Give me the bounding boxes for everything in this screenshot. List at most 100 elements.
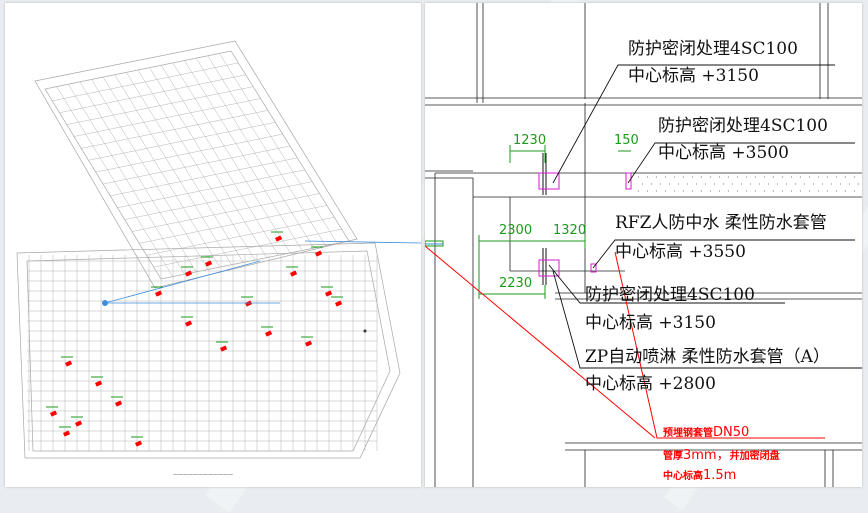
hatch-dot (772, 190, 775, 192)
grid-line (102, 145, 291, 185)
hatch-dot (817, 190, 820, 192)
grid-line (146, 217, 335, 256)
grid-lower (27, 255, 378, 451)
hatch-dot (736, 190, 739, 192)
hatch-dot (790, 190, 793, 192)
hatch-dot (758, 183, 761, 185)
annotation-1-line2: 中心标高 +3150 (628, 66, 759, 86)
hatch-dot (691, 190, 694, 192)
leader-lines (548, 64, 862, 369)
grid-line (184, 60, 303, 251)
grid-line (139, 205, 327, 244)
hatch-dot (763, 190, 766, 192)
red-marker (50, 410, 58, 417)
red-marker (185, 320, 193, 327)
pipe-lines (542, 153, 547, 285)
red-marker (275, 235, 283, 242)
hatch-dot (745, 190, 748, 192)
hatch-dot (821, 183, 824, 185)
red-markers (46, 231, 343, 447)
hatch-dot (677, 183, 680, 185)
sleeve-marks (538, 172, 632, 277)
hatch-dot (794, 183, 797, 185)
annotation-4-line2: 中心标高 +3150 (585, 313, 716, 333)
red-marker (205, 260, 213, 267)
red-marker (134, 440, 143, 447)
red-marker (114, 400, 123, 407)
dimension-label: 150 (614, 133, 639, 148)
red-marker (74, 420, 83, 427)
hatch-dot (844, 176, 847, 178)
highlight-point (102, 300, 108, 306)
grid-upper (44, 50, 350, 280)
hatch-dot (853, 176, 856, 178)
hatch-dot (826, 176, 829, 178)
wall-hatch (637, 176, 860, 192)
grid-line (161, 65, 279, 256)
red-marker (244, 300, 253, 307)
hatch-dot (650, 183, 653, 185)
hatch-dot (767, 183, 770, 185)
hatch-dot (668, 183, 671, 185)
hatch-dot (839, 183, 842, 185)
annotation-5-line2: 中心标高 +2800 (585, 374, 716, 394)
detail-drawing (425, 3, 862, 487)
red-note-line1-prefix: 预埋钢套管 (663, 428, 713, 439)
hatch-dot (646, 190, 649, 192)
hatch-dot (857, 183, 860, 185)
red-marker (155, 290, 163, 297)
red-marker (94, 380, 103, 387)
hatch-dot (682, 176, 685, 178)
hatch-dot (853, 190, 856, 192)
hatch-dot (826, 190, 829, 192)
hatch-dot (700, 176, 703, 178)
hatch-dot (740, 183, 743, 185)
hatch-dot (686, 183, 689, 185)
red-note-line3-prefix: 中心标高 (663, 471, 703, 482)
hatch-dot (691, 176, 694, 178)
hatch-dot (754, 176, 757, 178)
hatch-dot (673, 190, 676, 192)
hatch-dot (731, 183, 734, 185)
annotation-1-line1: 防护密闭处理4SC100 (628, 39, 798, 59)
red-marker (325, 290, 333, 297)
red-marker (185, 270, 193, 277)
hatch-dot (664, 176, 667, 178)
annotation-2-line2: 中心标高 +3500 (658, 143, 789, 163)
title-block: ———————————— (173, 472, 233, 478)
hatch-dot (808, 190, 811, 192)
hatch-dot (781, 176, 784, 178)
hatch-dot (844, 190, 847, 192)
hatch-dot (700, 190, 703, 192)
dimension-label: 2230 (499, 276, 533, 291)
red-note-line1: 预埋钢套管DN50 (663, 423, 749, 439)
overall-plan-sheet: ———————————— (5, 3, 421, 487)
hatch-dot (808, 176, 811, 178)
hatch-dot (646, 176, 649, 178)
hatch-dot (727, 190, 730, 192)
floor-plan-drawing (16, 40, 421, 459)
grid-line (219, 53, 338, 244)
hatch-dot (655, 176, 658, 178)
hatch-dot (817, 176, 820, 178)
red-marker (315, 250, 323, 257)
hatch-dot (745, 176, 748, 178)
marker-dot (363, 329, 367, 333)
grid-line (207, 55, 326, 246)
leader-line-cyan (104, 260, 261, 304)
hatch-dot (772, 176, 775, 178)
hatch-dot (718, 190, 721, 192)
hatch-dot (659, 183, 662, 185)
red-note-line2-value: 3mm， (683, 448, 730, 463)
hatch-dot (718, 176, 721, 178)
hatch-dot (655, 190, 658, 192)
hatch-dot (781, 190, 784, 192)
hatch-dot (799, 176, 802, 178)
hatch-dot (704, 183, 707, 185)
red-note-line1-value: DN50 (713, 425, 750, 440)
hatch-dot (790, 176, 793, 178)
hatch-dot (641, 183, 644, 185)
annotation-2-line1: 防护密闭处理4SC100 (658, 116, 828, 136)
red-marker (63, 430, 71, 437)
hatch-dot (848, 183, 851, 185)
